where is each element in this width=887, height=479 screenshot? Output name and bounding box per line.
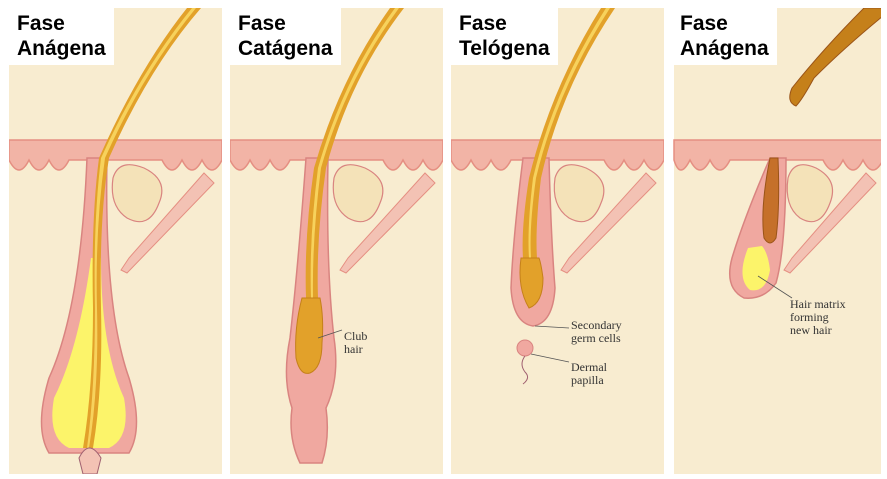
phase-title: Fase Catágena [230, 8, 341, 65]
secondary-germ-cells-label: Secondary germ cells [571, 319, 622, 345]
panel-anagen-1: Fase Anágena [9, 8, 222, 474]
panel-anagen-2: Fase Anágena Hair matrix forming new hai… [672, 8, 881, 474]
phase-title: Fase Telógena [451, 8, 558, 65]
telogen-illustration [451, 8, 664, 474]
phase-title: Fase Anágena [672, 8, 777, 65]
catagen-illustration [230, 8, 443, 474]
dermal-papilla-label: Dermal papilla [571, 361, 607, 387]
club-hair-label: Club hair [344, 330, 367, 356]
phase-title: Fase Anágena [9, 8, 114, 65]
hair-matrix-label: Hair matrix forming new hair [790, 298, 846, 337]
new-anagen-illustration [672, 8, 881, 474]
panel-catagen: Fase Catágena Club hair [230, 8, 443, 474]
anagen-illustration [9, 8, 222, 474]
panel-telogen: Fase Telógena Secondary germ cells Derma… [451, 8, 664, 474]
